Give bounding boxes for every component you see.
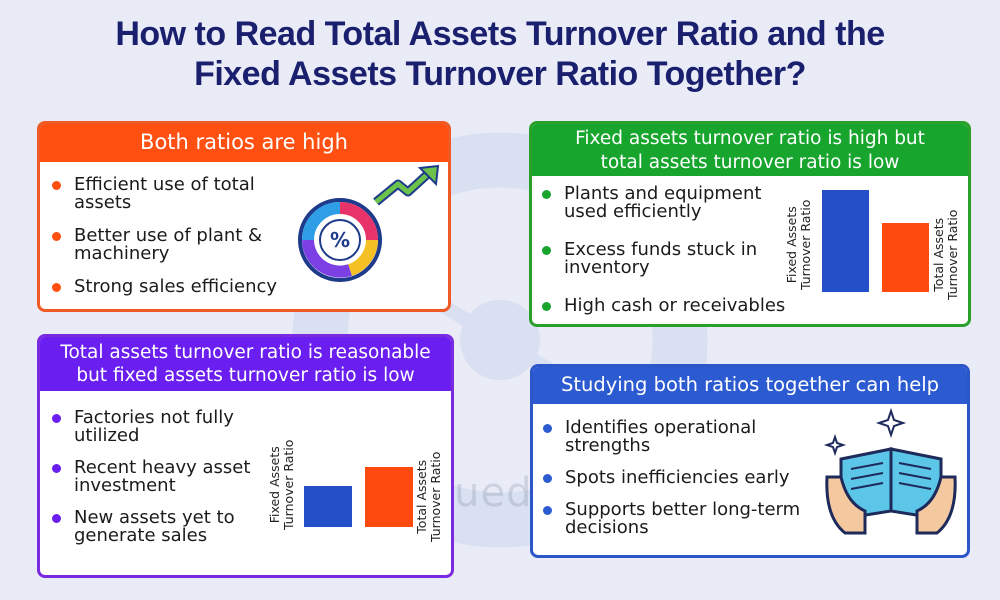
card-both-ratios-high: Both ratios are high Efficient use of to… (37, 121, 451, 312)
bullet-dot-icon (543, 506, 552, 515)
list-item: Identifies operational strengths (543, 419, 818, 455)
bullet-list: Efficient use of total assets Better use… (52, 176, 302, 311)
bullet-dot-icon (542, 246, 551, 255)
card-heading: Total assets turnover ratio is reasonabl… (40, 337, 451, 391)
list-item: Plants and equipment used efficiently (542, 185, 797, 221)
bullet-dot-icon (542, 190, 551, 199)
page-title: How to Read Total Assets Turnover Ratio … (0, 14, 1000, 94)
bullet-dot-icon (52, 464, 61, 473)
bullet-dot-icon (52, 414, 61, 423)
bullet-dot-icon (52, 181, 61, 190)
bullet-dot-icon (52, 232, 61, 241)
bar-label-fixed-assets: Fixed Assets Turnover Ratio (784, 199, 813, 290)
title-line-1: How to Read Total Assets Turnover Ratio … (115, 15, 885, 53)
card-studying-both: Studying both ratios together can help I… (530, 364, 970, 558)
bullet-dot-icon (543, 424, 552, 433)
list-item: Strong sales efficiency (52, 278, 302, 296)
bar-label-total-assets: Total Assets Turnover Ratio (931, 209, 960, 300)
list-item: Supports better long-term decisions (543, 501, 818, 537)
list-item: Spots inefficiencies early (543, 469, 818, 487)
bullet-dot-icon (542, 302, 551, 311)
title-line-2: Fixed Assets Turnover Ratio Together? (194, 55, 806, 93)
open-book-icon (823, 407, 957, 535)
bullet-list: Identifies operational strengths Spots i… (543, 419, 818, 537)
card-fixed-high-total-low: Fixed assets turnover ratio is high but … (529, 121, 971, 327)
percent-donut-growth-icon: % (298, 164, 440, 282)
card-total-reasonable-fixed-low: Total assets turnover ratio is reasonabl… (37, 334, 454, 578)
bullet-dot-icon (52, 514, 61, 523)
bullet-dot-icon (52, 283, 61, 292)
list-item: New assets yet to generate sales (52, 509, 282, 545)
bullet-list: Factories not fully utilized Recent heav… (52, 409, 282, 545)
bar-fixed-assets (822, 190, 869, 292)
list-item: Recent heavy asset investment (52, 459, 282, 495)
list-item: Excess funds stuck in inventory (542, 241, 797, 277)
list-item: High cash or receivables (542, 297, 797, 315)
bullet-dot-icon (543, 474, 552, 483)
bar-total-assets (882, 223, 929, 292)
svg-text:%: % (330, 228, 350, 252)
bar-label-total-assets: Total Assets Turnover Ratio (414, 451, 443, 542)
bar-total-assets (365, 467, 413, 527)
list-item: Factories not fully utilized (52, 409, 282, 445)
card-heading: Fixed assets turnover ratio is high but … (532, 124, 968, 176)
card-heading: Studying both ratios together can help (533, 367, 967, 404)
bar-label-fixed-assets: Fixed Assets Turnover Ratio (267, 439, 296, 530)
card-heading: Both ratios are high (40, 124, 448, 162)
list-item: Better use of plant & machinery (52, 227, 302, 263)
bullet-list: Plants and equipment used efficiently Ex… (542, 185, 797, 315)
bar-fixed-assets (304, 486, 352, 527)
list-item: Efficient use of total assets (52, 176, 302, 212)
